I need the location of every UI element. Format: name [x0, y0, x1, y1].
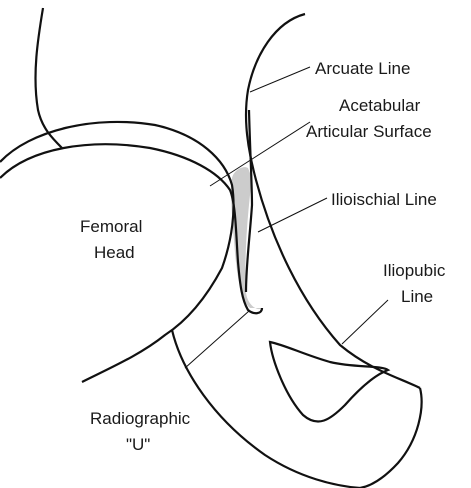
obturator-foramen [270, 342, 388, 422]
acetabular-leader [210, 122, 310, 186]
label-arcuate-line: Arcuate Line [315, 59, 410, 78]
label-radiographic-u-line1: Radiographic [90, 409, 191, 428]
label-iliopubic-line2: Line [401, 287, 433, 306]
label-ilioischial-line: Ilioischial Line [331, 190, 437, 209]
iliopubic-leader [342, 300, 388, 344]
label-radiographic-u-line2: "U" [126, 435, 150, 454]
label-acetabular-line1: Acetabular [339, 96, 421, 115]
ischial-contour [172, 330, 360, 488]
iliac-outer-contour [35, 8, 62, 148]
arcuate-leader [250, 67, 310, 92]
radiographic-u-leader [185, 311, 249, 368]
pubic-outer-contour [360, 388, 422, 488]
label-femoral-head-line2: Head [94, 243, 135, 262]
label-acetabular-line2: Articular Surface [306, 122, 432, 141]
ilioischial-leader [258, 198, 327, 232]
label-femoral-head-line1: Femoral [80, 217, 142, 236]
label-iliopubic-line1: Iliopubic [383, 261, 446, 280]
